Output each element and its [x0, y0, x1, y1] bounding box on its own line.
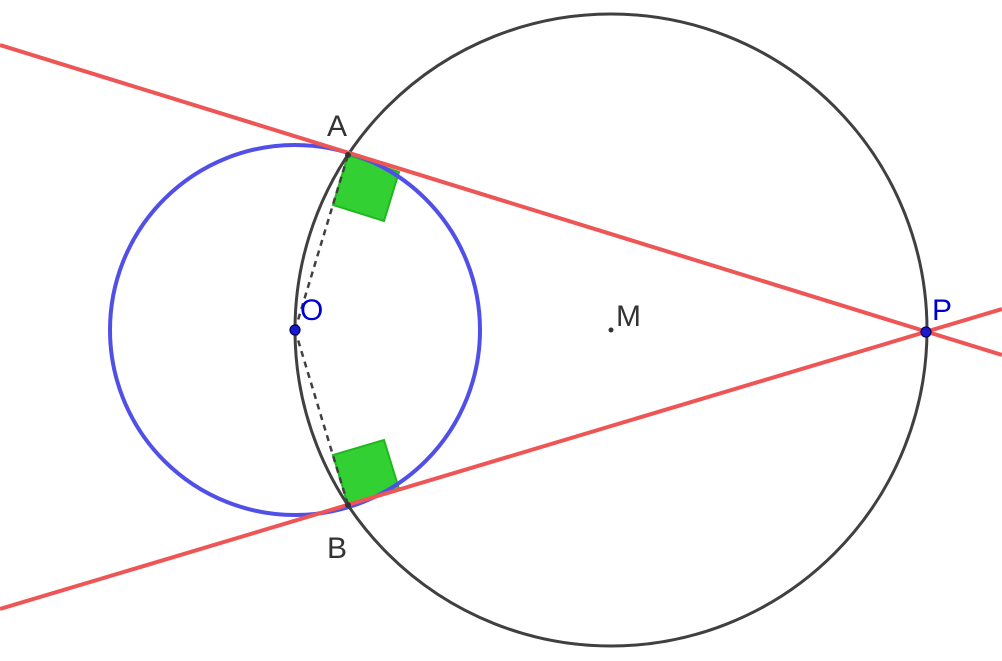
point-b — [345, 502, 351, 508]
point-o — [289, 324, 301, 336]
tangent-line-pa — [0, 43, 1002, 357]
point-p — [920, 326, 932, 338]
point-a — [345, 152, 351, 158]
label-b: B — [327, 532, 347, 565]
label-p: P — [932, 294, 952, 327]
radius-ob — [293, 329, 350, 506]
tangent-line-pb — [0, 307, 1002, 611]
circle-o — [108, 143, 482, 517]
point-m — [608, 327, 614, 333]
label-a: A — [327, 110, 347, 143]
label-m: M — [616, 300, 641, 333]
label-o: O — [300, 294, 323, 327]
radius-oa — [293, 154, 350, 331]
